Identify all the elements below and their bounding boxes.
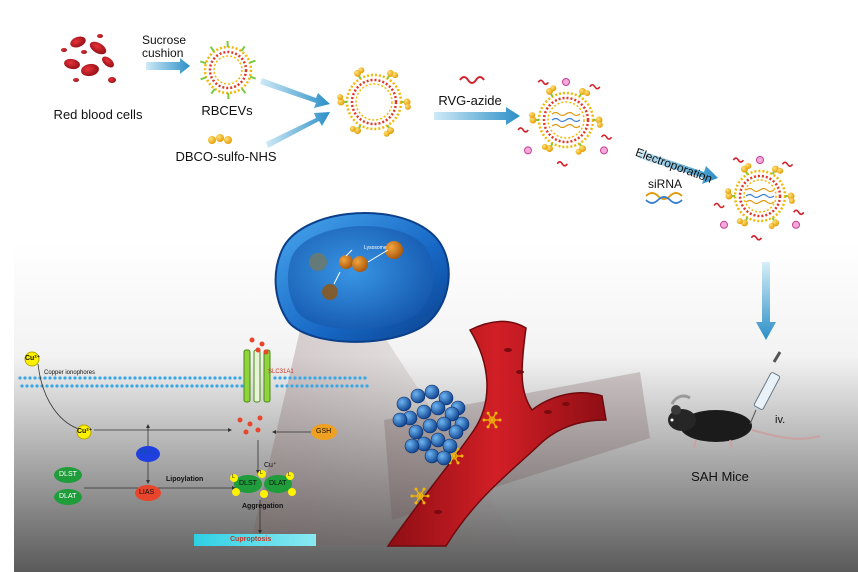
lias-label: LIAS bbox=[139, 489, 155, 496]
aggregation-label: Aggregation bbox=[242, 503, 284, 510]
electroporation-arrow bbox=[638, 150, 718, 184]
lysosome-label: Lysosome bbox=[364, 245, 387, 251]
syringe-icon bbox=[749, 351, 782, 425]
cu2-label-left: Cu²⁺ bbox=[25, 355, 41, 362]
pathway-arrows bbox=[37, 363, 314, 530]
rbcevs-label: RBCEVs bbox=[201, 103, 253, 118]
sirna-helix-icon bbox=[645, 192, 683, 204]
rbcev-vesicle bbox=[199, 40, 257, 100]
rvg-azide-label: RVG-azide bbox=[438, 93, 502, 108]
rvg-vesicle bbox=[517, 78, 613, 167]
dlat-protein-left-icon bbox=[54, 489, 82, 505]
sirna-loaded-vesicle bbox=[713, 156, 805, 241]
sucrose-label: Sucrose bbox=[142, 33, 187, 47]
cu2-ion-icon-left bbox=[24, 351, 40, 367]
lipoyl-markers bbox=[230, 470, 296, 498]
fdx1-label: FDX1 bbox=[140, 450, 156, 456]
dlst-label-left: DLST bbox=[59, 471, 77, 478]
sirna-label: siRNA bbox=[648, 177, 683, 191]
rvg-arrow bbox=[434, 107, 520, 125]
cuproptosis-bar bbox=[194, 534, 316, 546]
cu2-ion-icon-mid bbox=[76, 424, 92, 440]
slc31a1-transporter-icon bbox=[243, 349, 271, 403]
copper-ionophores-label: Copper ionophores bbox=[44, 370, 96, 376]
cushion-label: cushion bbox=[142, 46, 184, 60]
fdx1-protein-icon bbox=[136, 446, 160, 462]
lipoyl-marker-1: L bbox=[232, 474, 235, 480]
dlat-label-right: DLAT bbox=[269, 480, 287, 487]
down-arrow bbox=[756, 262, 776, 340]
lipoyl-marker-3: L bbox=[288, 472, 291, 478]
sah-mouse-icon bbox=[668, 394, 821, 449]
dlat-protein-right-icon bbox=[264, 475, 292, 493]
dbco-vesicle bbox=[337, 67, 411, 137]
dlst-label-right: DLST bbox=[239, 480, 257, 487]
slc31a1-label: SLC31A1 bbox=[268, 369, 294, 375]
dlst-protein-left-icon bbox=[54, 467, 82, 483]
converge-arrow-top bbox=[260, 78, 330, 108]
red-blood-cells-label: Red blood cells bbox=[53, 107, 143, 122]
blood-brain-barrier-cells bbox=[392, 384, 470, 466]
cu2-label-mid: Cu²⁺ bbox=[77, 428, 93, 435]
lias-protein-icon bbox=[135, 485, 161, 501]
copper-ions-mid bbox=[237, 415, 263, 435]
gsh-label: GSH bbox=[316, 428, 332, 435]
red-blood-cells-cluster bbox=[61, 34, 116, 83]
gsh-icon bbox=[311, 424, 337, 440]
cuproptosis-label: Cuproptosis bbox=[230, 536, 272, 543]
cu-plus-label: Cu⁺ bbox=[264, 462, 277, 469]
blood-vessel bbox=[386, 320, 607, 547]
dbco-label: DBCO-sulfo-NHS bbox=[175, 149, 277, 164]
rvg-peptide-icon bbox=[459, 76, 485, 84]
lipoylation-label: Lipoylation bbox=[166, 476, 204, 483]
cell-membrane bbox=[18, 376, 369, 388]
iv-label: iv. bbox=[775, 414, 786, 426]
converge-arrow-bottom bbox=[266, 112, 330, 148]
dlst-protein-right-icon bbox=[234, 475, 262, 493]
neuron-cell bbox=[274, 212, 450, 343]
sah-mice-label: SAH Mice bbox=[691, 469, 749, 484]
copper-ions-top bbox=[249, 337, 269, 355]
dlat-label-left: DLAT bbox=[59, 493, 77, 500]
lipoyl-marker-2: L bbox=[260, 470, 263, 476]
sucrose-arrow bbox=[146, 58, 190, 74]
dbco-molecule-icon bbox=[208, 134, 232, 144]
